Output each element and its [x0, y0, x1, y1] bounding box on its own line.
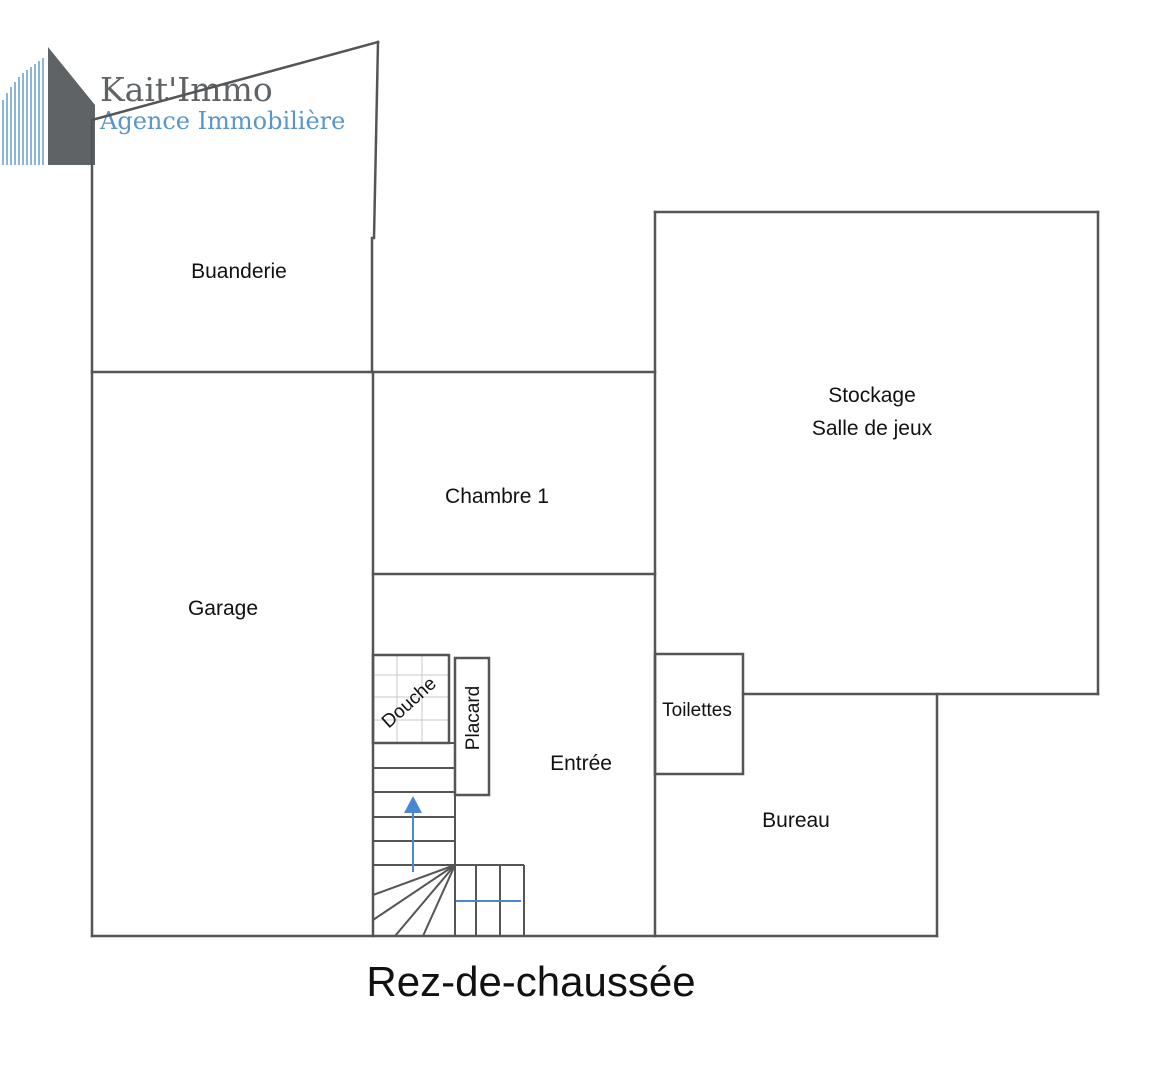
- room-label-stockage: Stockage: [828, 384, 916, 407]
- walls: [90, 40, 1100, 938]
- logo-tower-shape: [48, 47, 95, 165]
- staircase: [372, 742, 525, 937]
- room-label-salle-de-jeux: Salle de jeux: [812, 417, 933, 440]
- logo-stripes: [2, 58, 44, 165]
- room-label-toilettes: Toilettes: [662, 700, 732, 721]
- agency-tagline: Agence Immobilière: [99, 107, 345, 135]
- room-label-garage: Garage: [188, 597, 258, 620]
- room-label-buanderie: Buanderie: [191, 260, 287, 283]
- floor-title: Rez-de-chaussée: [366, 958, 696, 1005]
- stair-direction-arrow: [404, 796, 521, 902]
- agency-logo: Kait'Immo Agence Immobilière: [2, 47, 345, 165]
- agency-name: Kait'Immo: [100, 70, 273, 109]
- room-label-bureau: Bureau: [762, 809, 830, 832]
- room-label-entree: Entrée: [550, 752, 612, 775]
- room-label-douche: Douche: [378, 673, 441, 732]
- room-label-chambre: Chambre 1: [445, 485, 549, 508]
- room-label-placard: Placard: [463, 686, 484, 750]
